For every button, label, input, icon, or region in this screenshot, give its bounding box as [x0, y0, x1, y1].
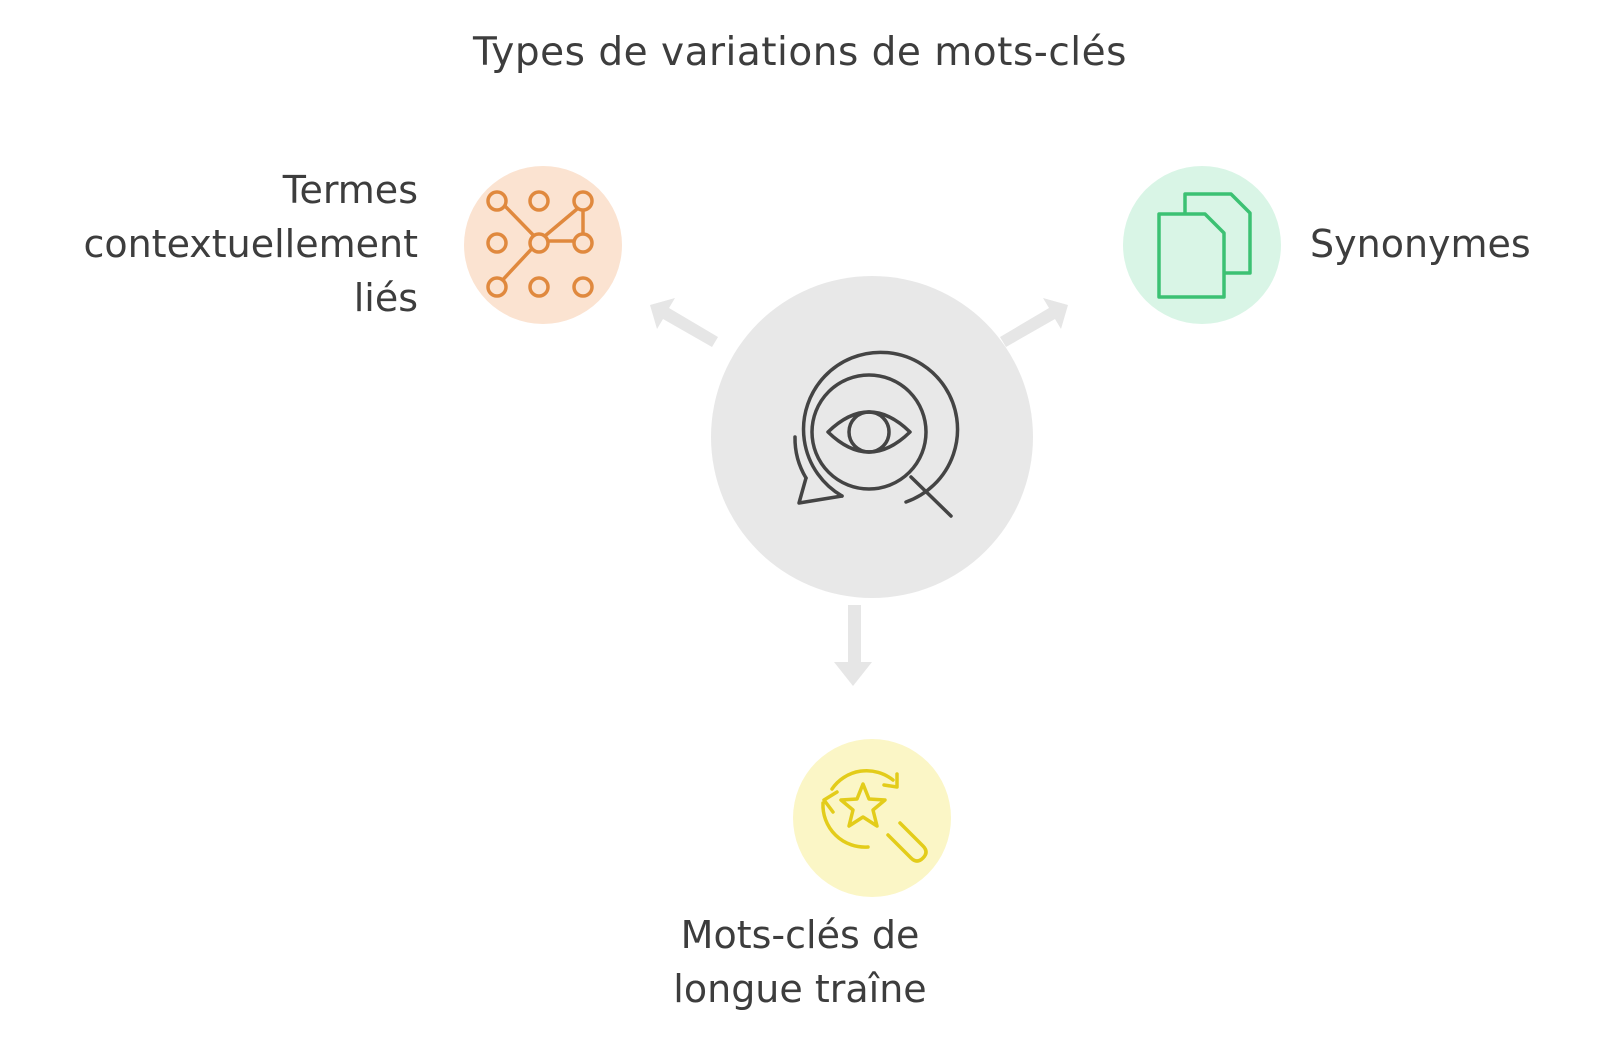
star-search-icon: [821, 769, 928, 863]
longtail-label: Mots-clés de longue traîne: [673, 913, 927, 1011]
longtail-node: [793, 739, 951, 897]
network-nodes-icon: [486, 190, 594, 298]
synonyms-label: Synonymes: [1310, 222, 1531, 266]
eye-search-icon: [793, 350, 960, 518]
copy-documents-icon: [1157, 192, 1252, 299]
contextual-label: Termes contextuellement liés: [83, 168, 418, 320]
page-title: Types de variations de mots-clés: [473, 30, 1127, 75]
arrow-to-longtail: [834, 605, 875, 686]
arrow-to-synonyms: [1000, 298, 1068, 347]
center-hub: [711, 276, 1033, 598]
arrow-to-contextual: [650, 298, 718, 347]
